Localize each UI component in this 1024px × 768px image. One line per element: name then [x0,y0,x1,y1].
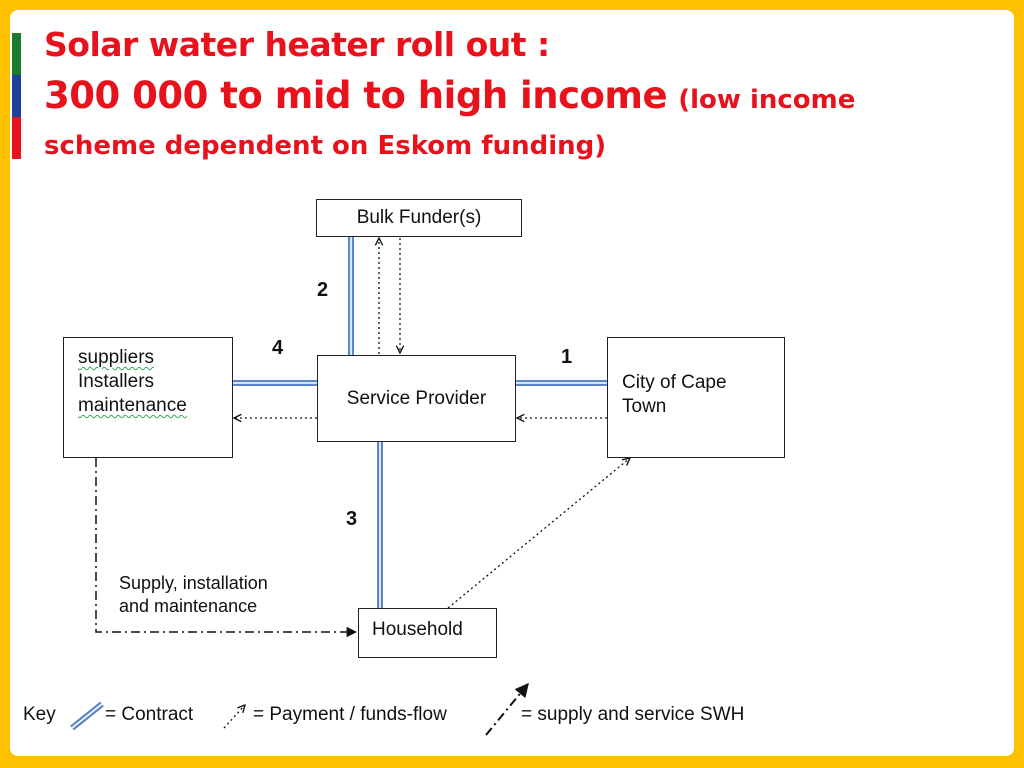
title-line-2: 300 000 to mid to high income [44,74,668,117]
bulk-funder-label: Bulk Funder(s) [356,207,482,228]
key-supply-text: = supply and service SWH [521,704,745,725]
node-household: Household [358,608,497,658]
installers-label: Installers [78,371,155,392]
flag-stripe [12,33,21,159]
node-bulk-funder: Bulk Funder(s) [316,199,522,237]
key-label: Key [23,704,56,725]
node-service-provider: Service Provider [317,355,516,442]
suppliers-label: suppliers [78,347,155,368]
contract-number-3: 3 [346,508,358,530]
service-provider-label: Service Provider [346,387,487,409]
key-payment-icon [223,705,245,729]
city-label-line-2: Town [622,396,667,417]
slide-title: Solar water heater roll out : 300 000 to… [44,22,944,165]
contract-number-4: 4 [272,337,284,359]
title-line-1: Solar water heater roll out : [44,25,550,64]
household-label: Household [372,619,463,640]
supply-annotation: Supply, installation and maintenance [119,572,268,618]
contract-number-2: 2 [317,279,329,301]
contract-number-1: 1 [561,346,573,368]
supply-arrow [95,458,358,638]
title-note: (low income scheme dependent on Eskom fu… [44,85,856,161]
node-suppliers: suppliers Installers maintenance [63,337,233,458]
annotation-line-2: and maintenance [119,596,258,616]
annotation-line-1: Supply, installation [119,573,268,593]
key-contract-text: = Contract [105,704,194,725]
key-contract-icon [70,701,104,731]
payment-arrow-to-city [447,458,630,609]
city-label-line-1: City of Cape [622,372,727,393]
node-city-of-cape-town: City of Cape Town [607,337,785,458]
key-payment-text: = Payment / funds-flow [253,704,447,725]
key-supply-icon [485,682,529,736]
maintenance-label: maintenance [78,395,187,416]
